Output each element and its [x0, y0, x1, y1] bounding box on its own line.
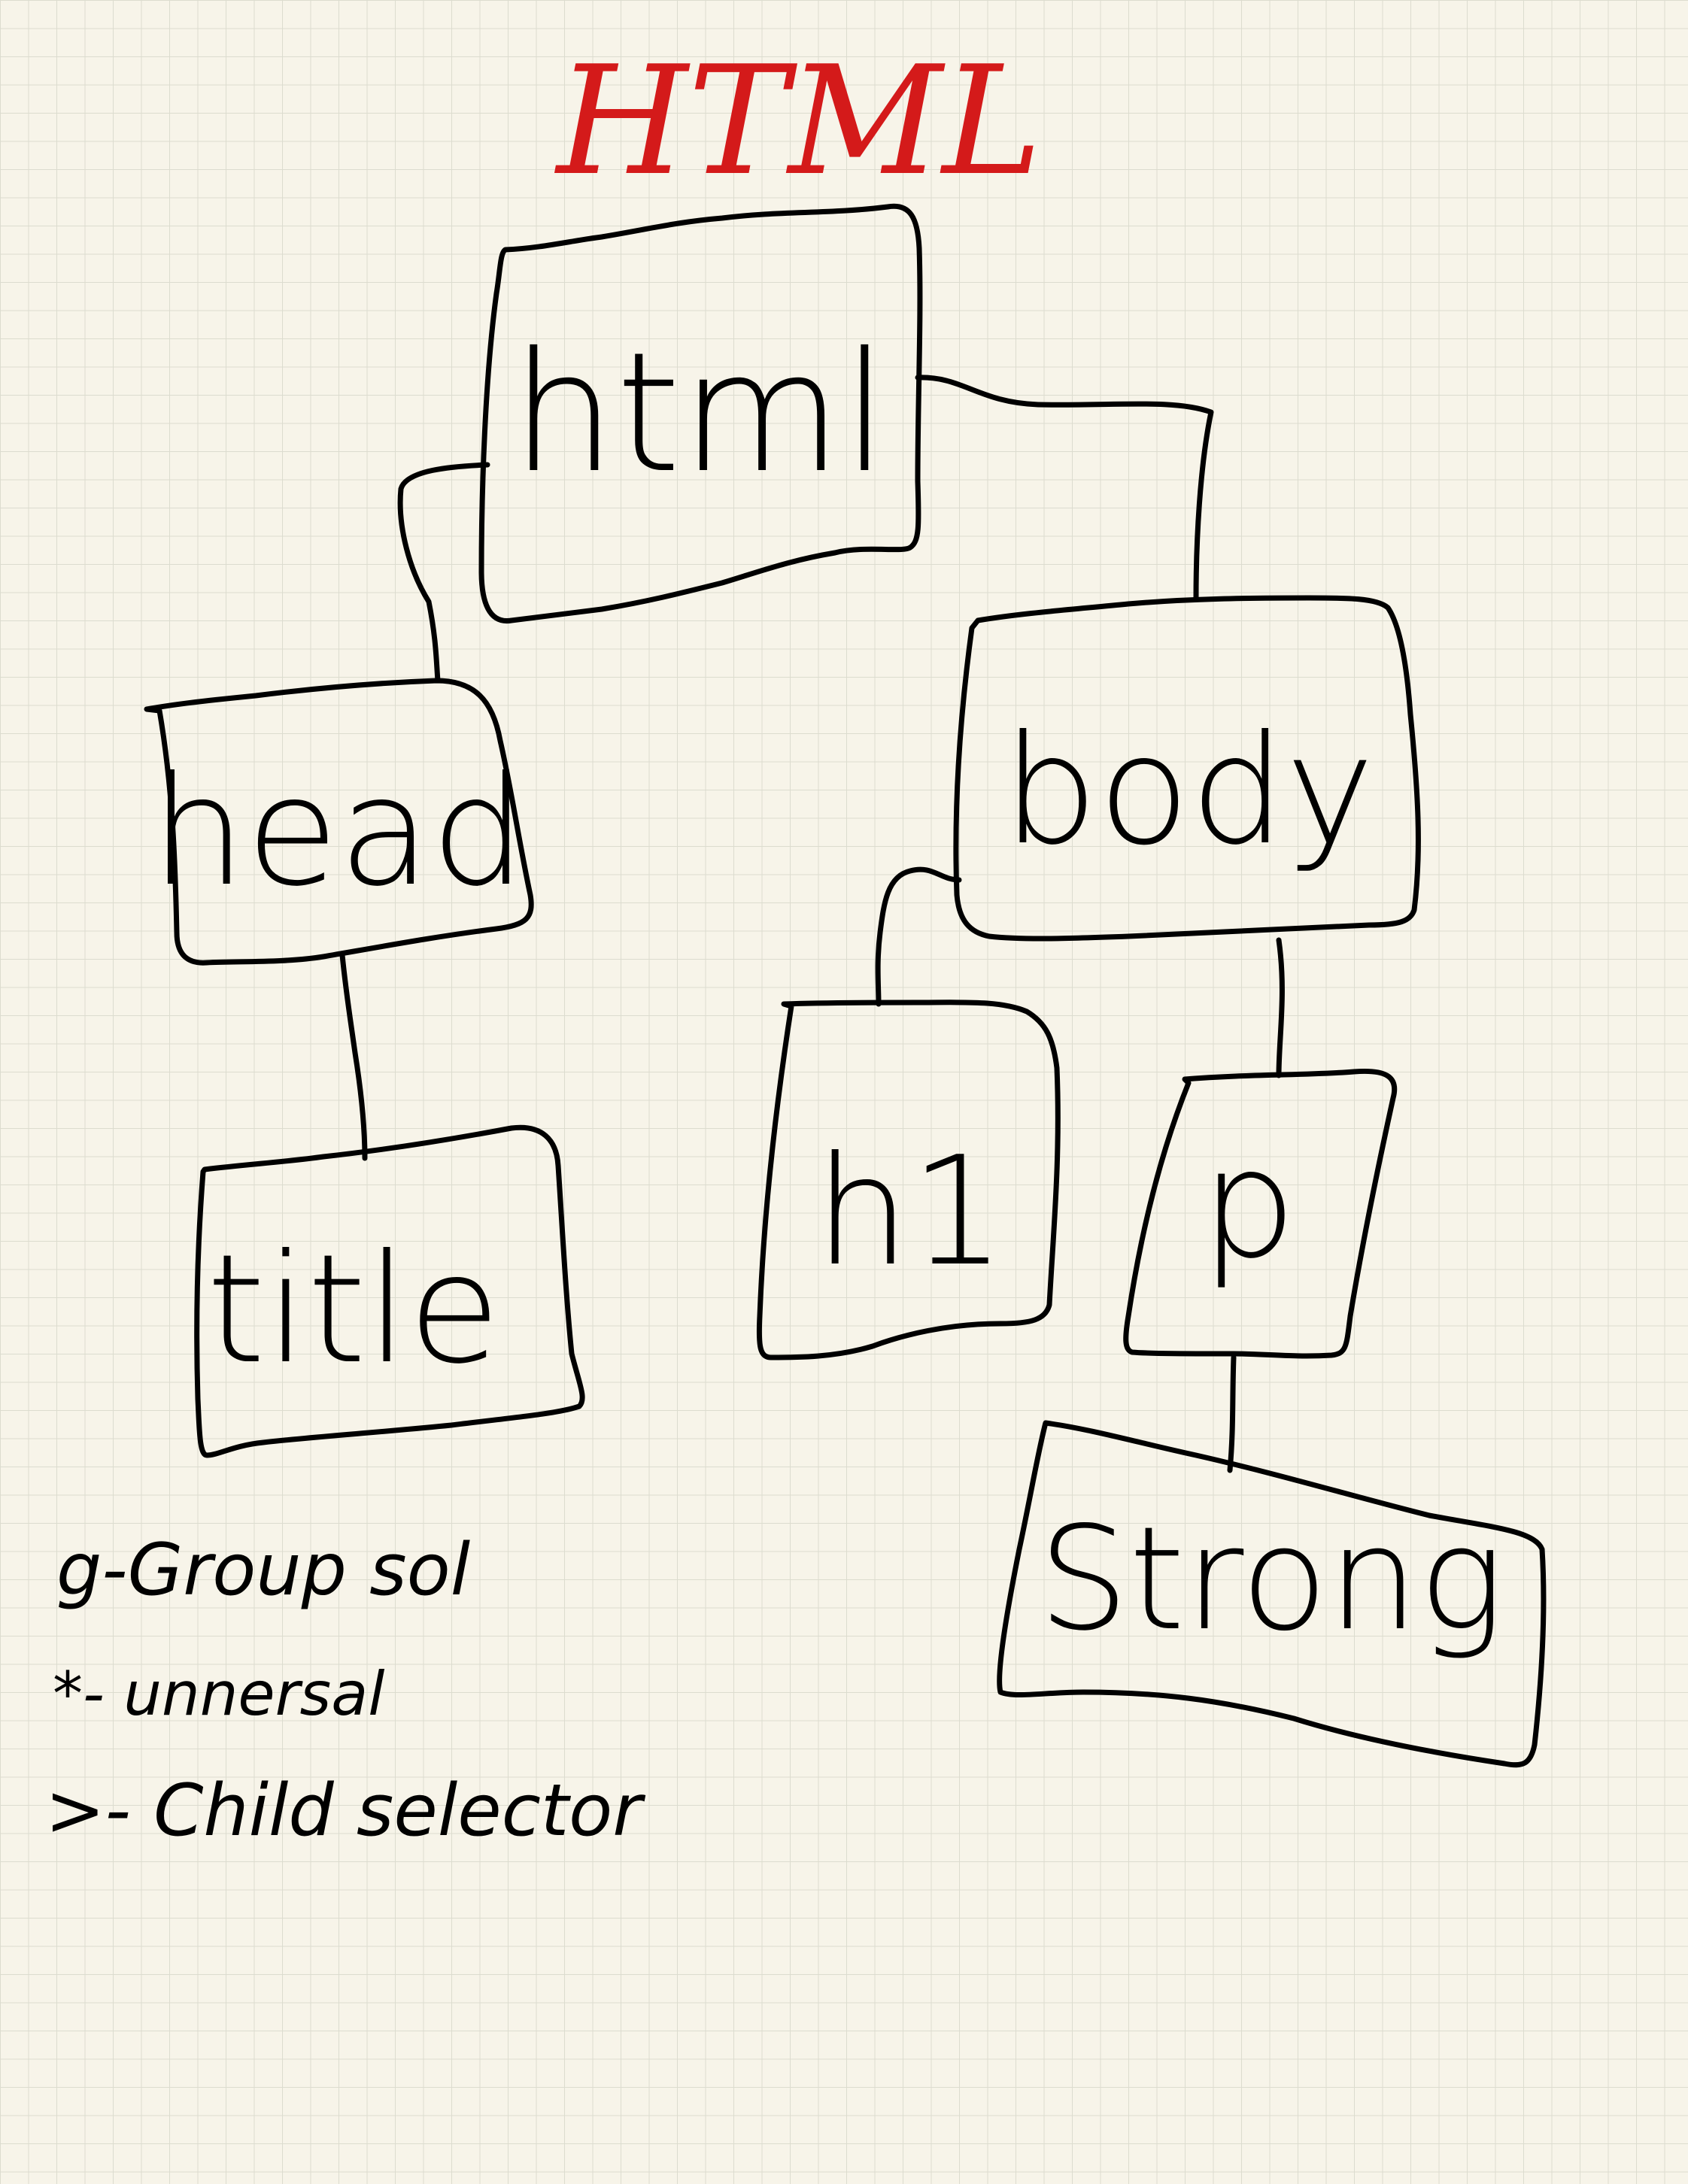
node-head: head [144, 678, 534, 966]
edge-body-h1 [875, 866, 962, 1007]
edge-html-head [397, 462, 490, 684]
node-title: title [194, 1124, 585, 1458]
node-p-label: p [1201, 1117, 1297, 1292]
note-group: g-Group sol [56, 1529, 470, 1612]
node-strong-label: Strong [1038, 1496, 1504, 1662]
node-head-label: head [150, 745, 526, 920]
node-h1-label: h1 [815, 1124, 1006, 1300]
node-title-label: title [206, 1222, 500, 1397]
node-h1: h1 [756, 999, 1061, 1360]
note-universal: *- unnersal [53, 1659, 384, 1729]
node-body-box [953, 595, 1421, 942]
node-strong-box [997, 1420, 1547, 1768]
edge-body-p [1276, 937, 1285, 1078]
edge-p-strong [1227, 1354, 1237, 1473]
node-body-label: body [1003, 703, 1375, 878]
edge-head-title [339, 952, 368, 1161]
node-html-label: html [511, 317, 888, 509]
node-head-box [144, 678, 534, 966]
note-child-selector: >- Child selector [45, 1770, 645, 1852]
node-h1-box [756, 999, 1061, 1360]
node-p: p [1123, 1068, 1398, 1359]
node-strong: Strong [997, 1420, 1547, 1768]
node-html-box [478, 203, 923, 624]
node-body: body [953, 595, 1421, 942]
diagram-title: HTML [554, 34, 1042, 209]
node-title-box [194, 1124, 585, 1458]
node-html: html [478, 203, 923, 624]
edge-html-body [915, 375, 1214, 601]
node-p-box [1123, 1068, 1398, 1359]
